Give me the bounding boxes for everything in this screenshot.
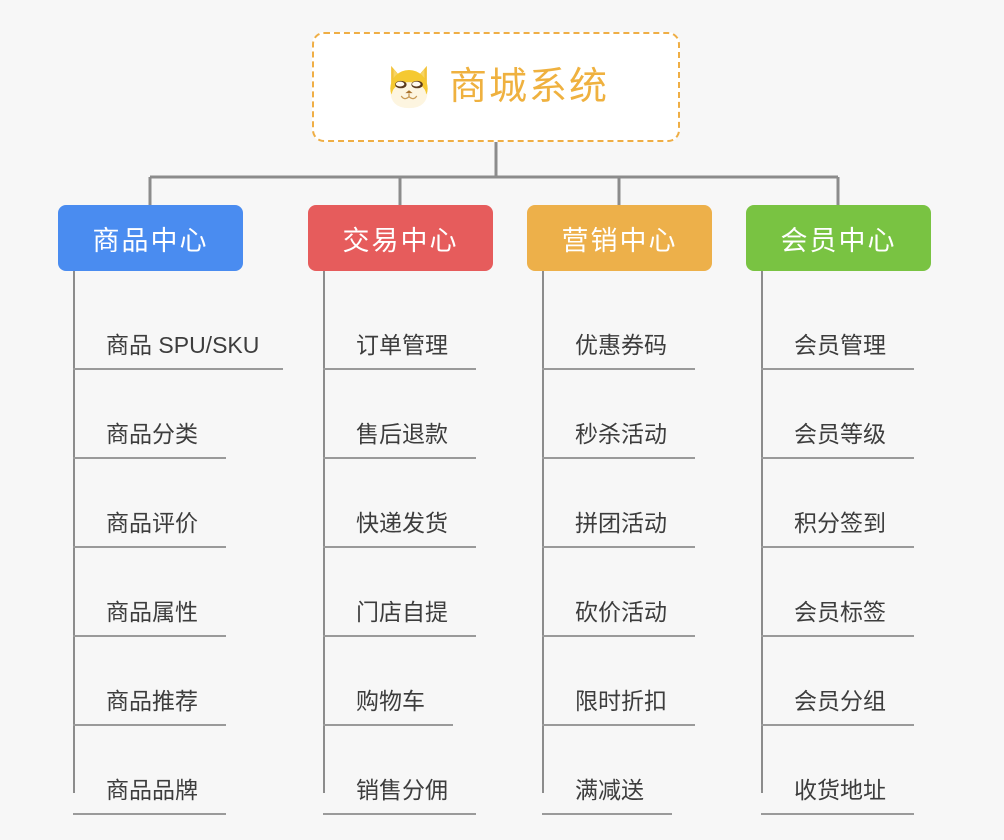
- leaf-item[interactable]: 商品推荐: [58, 637, 243, 726]
- leaf-item[interactable]: 商品分类: [58, 370, 243, 459]
- leaf-item-underline: [323, 546, 476, 548]
- branch-header-trade-center[interactable]: 交易中心: [308, 205, 493, 271]
- leaf-item-underline: [542, 368, 695, 370]
- leaf-item-underline: [323, 724, 453, 726]
- leaf-item-underline: [761, 368, 914, 370]
- shiba-dog-icon: [390, 65, 428, 109]
- leaf-item[interactable]: 限时折扣: [527, 637, 712, 726]
- leaf-item-label: 商品推荐: [106, 687, 198, 714]
- leaf-item[interactable]: 积分签到: [746, 459, 931, 548]
- leaf-item-label: 商品品牌: [106, 776, 198, 803]
- leaf-item-underline: [542, 457, 695, 459]
- leaf-item[interactable]: 快递发货: [308, 459, 493, 548]
- leaf-item[interactable]: 商品属性: [58, 548, 243, 637]
- branch-header-label: 会员中心: [780, 225, 897, 256]
- leaf-item[interactable]: 收货地址: [746, 726, 931, 815]
- leaf-item-underline: [73, 546, 226, 548]
- leaf-item-label: 积分签到: [794, 509, 886, 536]
- leaf-item-label: 限时折扣: [575, 687, 667, 714]
- leaf-item[interactable]: 会员标签: [746, 548, 931, 637]
- leaf-item-label: 商品属性: [106, 598, 198, 625]
- leaf-item-label: 商品分类: [106, 420, 198, 447]
- leaf-item-underline: [73, 457, 226, 459]
- leaf-item[interactable]: 会员等级: [746, 370, 931, 459]
- leaf-item[interactable]: 售后退款: [308, 370, 493, 459]
- leaf-item-label: 砍价活动: [575, 598, 667, 625]
- leaf-item-label: 满减送: [575, 776, 644, 803]
- leaf-item-underline: [761, 724, 914, 726]
- leaf-list-member-center: 会员管理会员等级积分签到会员标签会员分组收货地址: [746, 271, 931, 815]
- leaf-list-product-center: 商品 SPU/SKU 商品分类商品评价商品属性商品推荐商品品牌: [58, 271, 283, 815]
- leaf-item-label: 商品评价: [106, 509, 198, 536]
- leaf-item[interactable]: 门店自提: [308, 548, 493, 637]
- leaf-item-label: 拼团活动: [575, 509, 667, 536]
- branch-header-label: 营销中心: [561, 225, 678, 256]
- leaf-item[interactable]: 满减送: [527, 726, 712, 815]
- leaf-item-underline: [323, 457, 476, 459]
- branch-member-center: 会员中心会员管理会员等级积分签到会员标签会员分组收货地址: [746, 205, 931, 815]
- branch-product-center: 商品中心商品 SPU/SKU 商品分类商品评价商品属性商品推荐商品品牌: [58, 205, 283, 815]
- branch-header-marketing-center[interactable]: 营销中心: [527, 205, 712, 271]
- branch-trade-center: 交易中心订单管理售后退款快递发货门店自提购物车销售分佣: [308, 205, 493, 815]
- leaf-item[interactable]: 优惠券码: [527, 281, 712, 370]
- leaf-item-underline: [323, 813, 476, 815]
- leaf-item-label: 会员等级: [794, 420, 886, 447]
- leaf-item[interactable]: 购物车: [308, 637, 493, 726]
- leaf-item[interactable]: 秒杀活动: [527, 370, 712, 459]
- leaf-item[interactable]: 商品品牌: [58, 726, 243, 815]
- leaf-item-underline: [323, 368, 476, 370]
- leaf-item-label: 订单管理: [356, 331, 448, 358]
- branch-header-product-center[interactable]: 商品中心: [58, 205, 243, 271]
- leaf-item-underline: [73, 724, 226, 726]
- branch-header-member-center[interactable]: 会员中心: [746, 205, 931, 271]
- leaf-item-underline: [542, 813, 672, 815]
- leaf-item[interactable]: 商品 SPU/SKU: [58, 281, 283, 370]
- leaf-item-label: 销售分佣: [356, 776, 448, 803]
- leaf-item[interactable]: 订单管理: [308, 281, 493, 370]
- leaf-item-underline: [323, 635, 476, 637]
- leaf-item-label: 售后退款: [356, 420, 448, 447]
- leaf-item-underline: [542, 635, 695, 637]
- leaf-item[interactable]: 拼团活动: [527, 459, 712, 548]
- leaf-item-label: 购物车: [356, 687, 425, 714]
- leaf-list-marketing-center: 优惠券码秒杀活动拼团活动砍价活动限时折扣满减送: [527, 271, 712, 815]
- leaf-item-underline: [73, 368, 283, 370]
- leaf-item-label: 会员标签: [794, 598, 886, 625]
- leaf-item-label: 秒杀活动: [575, 420, 667, 447]
- leaf-item-underline: [73, 635, 226, 637]
- leaf-item-underline: [761, 457, 914, 459]
- leaf-item-label: 优惠券码: [575, 331, 667, 358]
- leaf-item[interactable]: 会员管理: [746, 281, 931, 370]
- leaf-item-underline: [761, 635, 914, 637]
- leaf-item-underline: [542, 724, 695, 726]
- leaf-item[interactable]: 砍价活动: [527, 548, 712, 637]
- leaf-item-label: 门店自提: [356, 598, 448, 625]
- root-node-label: 商城系统: [448, 66, 609, 108]
- leaf-item-label: 会员管理: [794, 331, 886, 358]
- leaf-list-trade-center: 订单管理售后退款快递发货门店自提购物车销售分佣: [308, 271, 493, 815]
- leaf-item[interactable]: 商品评价: [58, 459, 243, 548]
- leaf-item[interactable]: 会员分组: [746, 637, 931, 726]
- leaf-item-underline: [73, 813, 226, 815]
- leaf-item-label: 收货地址: [794, 776, 886, 803]
- leaf-item-underline: [761, 813, 914, 815]
- root-node-shop-system[interactable]: 商城系统: [312, 32, 680, 142]
- branch-header-label: 交易中心: [342, 225, 459, 256]
- leaf-item-underline: [542, 546, 695, 548]
- leaf-item-label: 商品 SPU/SKU: [106, 331, 260, 358]
- leaf-item-label: 会员分组: [794, 687, 886, 714]
- leaf-item[interactable]: 销售分佣: [308, 726, 493, 815]
- branch-header-label: 商品中心: [92, 225, 209, 256]
- leaf-item-underline: [761, 546, 914, 548]
- leaf-item-label: 快递发货: [356, 509, 448, 536]
- branch-marketing-center: 营销中心优惠券码秒杀活动拼团活动砍价活动限时折扣满减送: [527, 205, 712, 815]
